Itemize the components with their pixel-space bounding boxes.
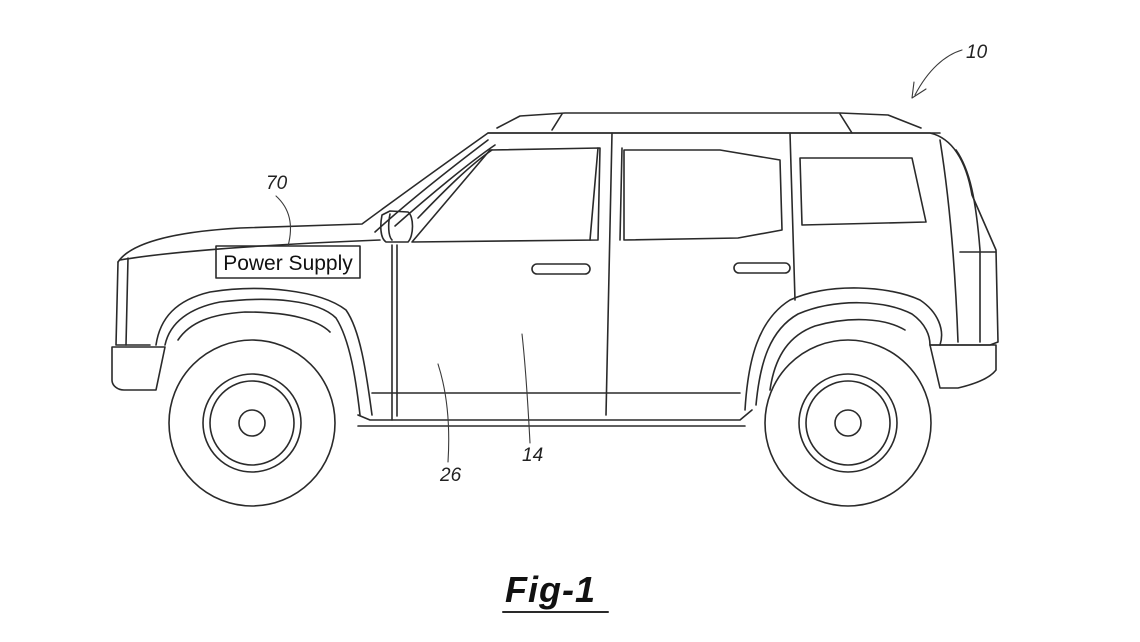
figure-caption: Fig-1 (502, 569, 609, 613)
fender-flares (155, 287, 943, 416)
vehicle-windows (374, 132, 927, 416)
leader-arrow-10 (914, 49, 963, 96)
figure-caption-text: Fig-1 (505, 569, 596, 610)
front-wheel (168, 339, 336, 507)
leader-line-70 (275, 195, 292, 247)
power-supply-label: Power Supply (223, 252, 353, 275)
reference-14: 14 (521, 333, 543, 466)
reference-70: 70 (266, 173, 292, 247)
ref-numeral-vehicle: 10 (966, 42, 988, 63)
reference-10: 10 (911, 42, 988, 99)
rear-wheel (764, 339, 932, 507)
vehicle-doors (380, 210, 791, 421)
ref-numeral-power-supply: 70 (266, 173, 288, 194)
reference-26: 26 (437, 363, 462, 486)
leader-line-26 (437, 363, 450, 463)
ref-numeral-door: 26 (439, 465, 462, 486)
vehicle-outline (111, 112, 999, 427)
power-supply-box: Power Supply (215, 245, 361, 279)
ref-numeral-body-panel: 14 (522, 445, 543, 466)
leader-line-14 (521, 333, 531, 444)
